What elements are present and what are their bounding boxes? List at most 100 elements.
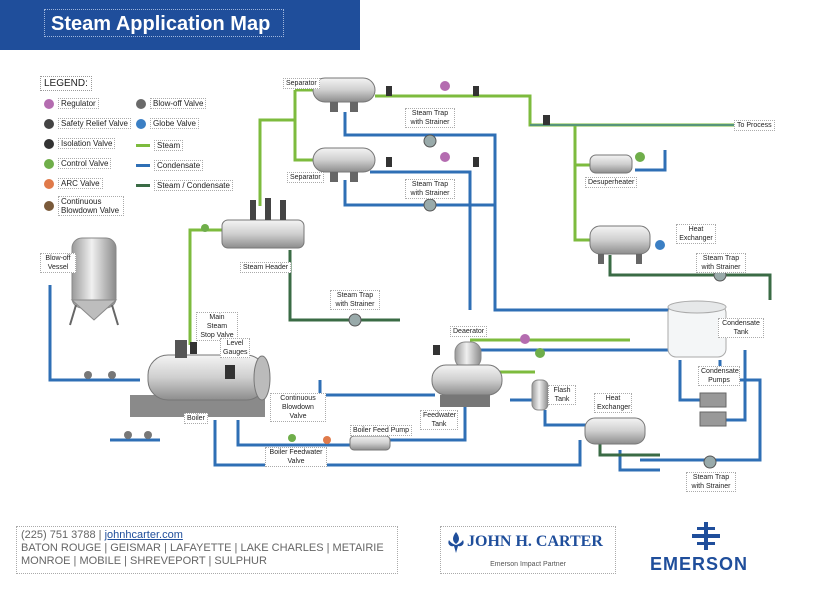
steam-trap-icon bbox=[703, 455, 717, 469]
safety-relief-valve-icon bbox=[543, 115, 550, 125]
legend-blowoff-valve: Blow-off Valve bbox=[136, 98, 207, 109]
label-steam-trap-4: Steam Trap with Strainer bbox=[330, 290, 380, 310]
blowoff-valve-icon bbox=[108, 371, 116, 379]
blowoff-valve-icon bbox=[144, 431, 152, 439]
steam-swatch bbox=[136, 144, 150, 147]
label-feedwater-tank: Feedwater Tank bbox=[420, 410, 458, 430]
control-valve-icon bbox=[635, 152, 645, 162]
boiler-feed-pump bbox=[349, 435, 391, 451]
isolation-valve-icon bbox=[473, 157, 479, 167]
desuperheater bbox=[589, 154, 633, 174]
label-main-steam-stop-valve: Main Steam Stop Valve bbox=[196, 312, 238, 341]
label-steam-trap-1: Steam Trap with Strainer bbox=[405, 108, 455, 128]
regulator-icon bbox=[440, 81, 450, 91]
steam-header bbox=[221, 198, 305, 249]
safety-relief-valve-icon bbox=[44, 118, 54, 129]
control-valve-icon bbox=[201, 224, 209, 232]
continuous-blowdown-valve-icon bbox=[44, 201, 54, 211]
safety-relief-valve-icon bbox=[190, 342, 197, 354]
isolation-valve-icon bbox=[44, 138, 54, 149]
label-separator-mid: Separator bbox=[287, 172, 324, 183]
steam-condensate-lines bbox=[288, 250, 772, 457]
label-boiler-feed-pump: Boiler Feed Pump bbox=[350, 425, 413, 436]
legend-title: LEGEND: bbox=[40, 76, 92, 91]
website-link[interactable]: johnhcarter.com bbox=[104, 529, 183, 541]
flash-tank bbox=[531, 379, 549, 411]
blowoff-valve-icon bbox=[124, 431, 132, 439]
legend-steam: Steam bbox=[136, 140, 184, 151]
label-condensate-pumps: Condensate Pumps bbox=[698, 366, 740, 386]
arc-valve-icon bbox=[323, 436, 331, 444]
legend-arc-valve: ARC Valve bbox=[44, 178, 103, 189]
legend-continuous-blowdown-valve: Continuous Blowdown Valve bbox=[44, 196, 124, 216]
legend-steam-condensate: Steam / Condensate bbox=[136, 180, 233, 191]
legend-isolation-valve: Isolation Valve bbox=[44, 138, 116, 149]
legend-control-valve: Control Valve bbox=[44, 158, 112, 169]
legend: LEGEND: Regulator Blow-off Valve Safety … bbox=[40, 76, 233, 216]
arc-valve-icon bbox=[44, 178, 54, 189]
control-valve-icon bbox=[44, 158, 54, 169]
legend-safety-relief-valve: Safety Relief Valve bbox=[44, 118, 131, 129]
contact-line-3: MONROE | MOBILE | SHREVEPORT | SULPHUR bbox=[21, 555, 267, 567]
blowoff-valve-icon bbox=[84, 371, 92, 379]
partner-name: JOHN H. CARTER bbox=[467, 533, 603, 550]
condensate-pumps bbox=[699, 392, 727, 427]
control-valve-icon bbox=[288, 434, 296, 442]
blowoff-vessel bbox=[69, 237, 119, 326]
label-deaerator: Deaerator bbox=[450, 326, 488, 337]
separator-mid bbox=[312, 147, 376, 182]
label-steam-trap-5: Steam Trap with Strainer bbox=[686, 472, 736, 492]
regulator-icon bbox=[44, 98, 54, 109]
label-steam-trap-3: Steam Trap with Strainer bbox=[696, 253, 746, 273]
label-to-process: To Process bbox=[734, 120, 775, 131]
label-desuperheater: Desuperheater bbox=[585, 177, 638, 188]
label-boiler: Boiler bbox=[184, 413, 208, 424]
phone-number: (225) 751 3788 | bbox=[21, 529, 102, 541]
isolation-valve-icon bbox=[386, 86, 392, 96]
label-boiler-feedwater-valve: Boiler Feedwater Valve bbox=[265, 447, 327, 467]
isolation-valve-icon bbox=[473, 86, 479, 96]
legend-condensate: Condensate bbox=[136, 160, 204, 171]
partner-subtitle: Emerson Impact Partner bbox=[490, 561, 566, 568]
valve-markers bbox=[84, 81, 727, 469]
label-condensate-tank: Condensate Tank bbox=[718, 318, 764, 338]
label-blowoff-vessel: Blow-off Vessel bbox=[40, 253, 76, 273]
label-steam-header: Steam Header bbox=[240, 262, 292, 273]
steam-trap-icon bbox=[423, 134, 437, 148]
contact-info: (225) 751 3788 | johnhcarter.com BATON R… bbox=[16, 526, 398, 574]
label-flash-tank: Flash Tank bbox=[548, 385, 576, 405]
boiler bbox=[130, 340, 271, 417]
legend-globe-valve: Globe Valve bbox=[136, 118, 199, 129]
legend-regulator: Regulator bbox=[44, 98, 99, 109]
label-separator-top: Separator bbox=[283, 78, 320, 89]
emerson-brand: EMERSON bbox=[650, 554, 749, 574]
partner-logo: JOHN H. CARTER Emerson Impact Partner bbox=[440, 526, 616, 574]
condensate-tank bbox=[667, 300, 727, 358]
fleur-de-lis-icon bbox=[448, 532, 464, 553]
label-level-gauges: Level Gauges bbox=[220, 338, 250, 358]
heat-exchanger-bottom bbox=[584, 417, 646, 445]
condensate-lines bbox=[48, 112, 762, 472]
control-valve-icon bbox=[535, 348, 545, 358]
contact-line-2: BATON ROUGE | GEISMAR | LAFAYETTE | LAKE… bbox=[21, 542, 384, 554]
blowoff-valve-icon bbox=[136, 98, 146, 109]
heat-exchanger-top bbox=[589, 225, 651, 264]
label-heat-exchanger-bottom: Heat Exchanger bbox=[594, 393, 632, 413]
label-steam-trap-2: Steam Trap with Strainer bbox=[405, 179, 455, 199]
steam-trap-icon bbox=[423, 198, 437, 212]
emerson-logo-icon bbox=[692, 522, 720, 550]
deaerator-feedwater-tank bbox=[431, 341, 503, 407]
title-banner: Steam Application Map bbox=[0, 0, 360, 50]
condensate-swatch bbox=[136, 164, 150, 167]
label-continuous-blowdown-valve: Continuous Blowdown Valve bbox=[270, 393, 326, 422]
globe-valve-icon bbox=[136, 118, 146, 129]
separator-top bbox=[312, 77, 376, 112]
regulator-icon bbox=[440, 152, 450, 162]
steam-trap-icon bbox=[348, 313, 362, 327]
isolation-valve-icon bbox=[386, 157, 392, 167]
globe-valve-icon bbox=[655, 240, 665, 250]
page-title: Steam Application Map bbox=[44, 9, 284, 37]
steam-condensate-swatch bbox=[136, 184, 150, 187]
contact-line-1: (225) 751 3788 | johnhcarter.com bbox=[21, 529, 393, 542]
